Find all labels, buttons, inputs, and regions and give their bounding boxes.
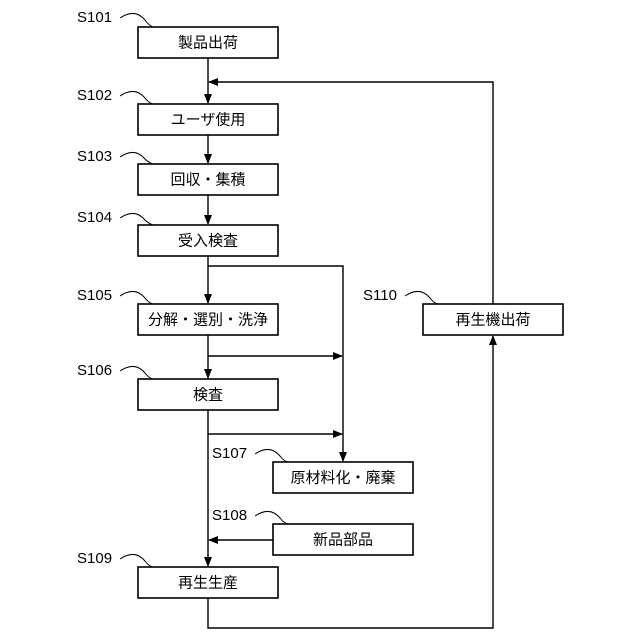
leader-line-s101 [120,14,153,27]
step-label-s107: 原材料化・廃棄 [290,469,395,487]
step-number-s104: S104 [77,209,112,226]
step-box-s110: 再生機出荷 [423,304,563,335]
step-number-s105: S105 [77,287,112,304]
branch-s104-to-s107 [208,266,343,440]
step-label-s110: 再生機出荷 [455,311,530,329]
step-box-s107: 原材料化・廃棄 [273,462,413,493]
step-number-s106: S106 [77,362,112,379]
leader-line-s110 [405,292,438,304]
leader-line-s108 [255,512,288,524]
step-box-s106: 検査 [138,379,278,410]
step-label-s103: 回収・集積 [170,171,245,189]
step-label-s106: 検査 [193,386,223,404]
step-label-s108: 新品部品 [313,531,373,549]
leader-line-s103 [120,153,153,164]
step-number-s109: S109 [77,550,112,567]
leader-line-s109 [120,555,153,567]
step-label-s109: 再生生産 [178,574,238,592]
step-box-s108: 新品部品 [273,524,413,555]
step-box-s104: 受入検査 [138,225,278,256]
step-number-s110: S110 [363,287,397,304]
step-number-s108: S108 [212,507,247,524]
step-box-s105: 分解・選別・洗浄 [138,304,278,335]
step-label-s104: 受入検査 [178,232,238,250]
step-box-s103: 回収・集積 [138,164,278,195]
step-box-s109: 再生生産 [138,567,278,598]
step-number-s101: S101 [77,9,112,26]
step-number-s102: S102 [77,87,112,104]
leader-line-s104 [120,214,153,225]
step-box-s102: ユーザ使用 [138,104,278,135]
leader-line-s105 [120,292,153,304]
leader-line-s107 [255,450,288,462]
step-label-s105: 分解・選別・洗浄 [148,311,268,329]
step-label-s102: ユーザ使用 [171,111,246,129]
step-box-s101: 製品出荷 [138,27,278,58]
leader-line-s102 [120,92,153,104]
step-number-s107: S107 [212,445,247,462]
leader-line-s106 [120,367,153,379]
step-label-s101: 製品出荷 [178,34,238,52]
step-number-s103: S103 [77,148,112,165]
